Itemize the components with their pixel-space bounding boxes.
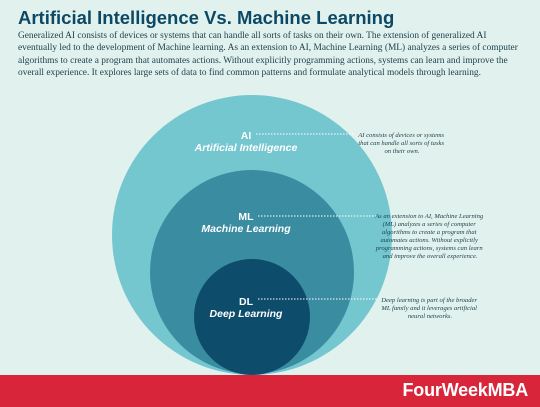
ml-note-line: and improve the overall experience. bbox=[383, 253, 478, 260]
page-title: Artificial Intelligence Vs. Machine Lear… bbox=[18, 7, 395, 28]
brand-logo: FourWeekMBA bbox=[402, 380, 529, 400]
dl-note-line: ML family and it leverages artificial bbox=[380, 305, 477, 312]
dl-note-line: neural networks. bbox=[408, 313, 453, 320]
footer-band: FourWeekMBA bbox=[0, 375, 540, 407]
ai-note-line: AI consists of devices or systems bbox=[357, 132, 444, 139]
dl-note-line: Deep learning is part of the broader bbox=[380, 297, 477, 304]
ml-name: Machine Learning bbox=[201, 223, 291, 235]
ml-abbr: ML bbox=[238, 211, 254, 223]
ai-note-line: on their own. bbox=[385, 148, 420, 155]
ai-note: AI consists of devices or systems that c… bbox=[357, 132, 446, 155]
dl-note: Deep learning is part of the broader ML … bbox=[380, 297, 478, 320]
ai-name: Artificial Intelligence bbox=[194, 142, 298, 154]
ai-abbr: AI bbox=[241, 130, 252, 142]
intro-paragraph: Generalized AI consists of devices or sy… bbox=[18, 31, 518, 78]
ml-note-line: programming actions, systems can learn bbox=[375, 245, 484, 252]
ml-note-line: automates actions. Without explicitly bbox=[380, 237, 477, 244]
dl-name: Deep Learning bbox=[210, 308, 284, 320]
ai-note-line: that can handle all sorts of tasks bbox=[358, 140, 444, 147]
ml-note-line: (ML) analyzes a series of computer bbox=[383, 221, 477, 228]
ml-note-line: algorithms to create a program that bbox=[382, 229, 477, 236]
dl-circle bbox=[194, 259, 310, 375]
dl-abbr: DL bbox=[239, 296, 254, 308]
ml-note-line: As an extension to AI, Machine Learning bbox=[374, 213, 484, 220]
ml-note: As an extension to AI, Machine Learning … bbox=[374, 213, 485, 260]
